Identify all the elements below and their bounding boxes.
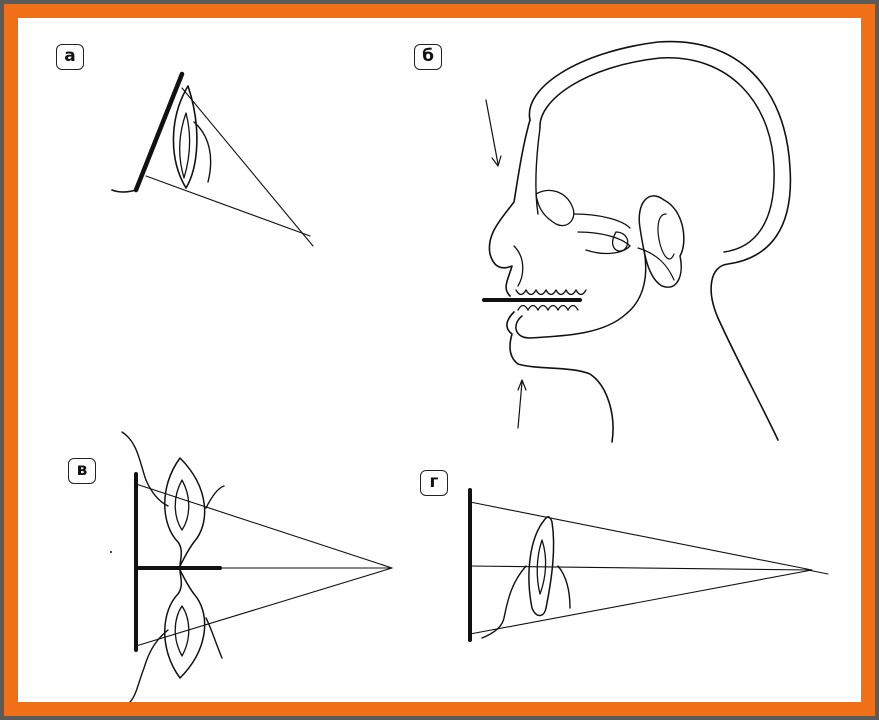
orbit xyxy=(536,190,574,225)
ray-upper-g xyxy=(470,502,812,570)
face-profile-lower xyxy=(507,312,613,442)
speck-mark xyxy=(110,551,112,553)
panel-v-diagram xyxy=(122,432,392,702)
upper-teeth xyxy=(516,290,586,295)
condyle xyxy=(613,232,628,251)
nasal-aperture xyxy=(514,246,523,286)
mandible-ramus xyxy=(638,248,674,280)
upper-gum-left-v xyxy=(122,432,168,506)
lower-teeth xyxy=(518,306,578,311)
face-profile-upper xyxy=(489,120,530,296)
orange-frame: а б в г xyxy=(4,4,875,716)
source-point-g xyxy=(808,570,828,574)
gum-outline-a xyxy=(112,190,136,192)
zygomatic-arch xyxy=(574,214,630,228)
ray-lower-a xyxy=(146,176,310,236)
skull-vault xyxy=(540,58,774,252)
upper-tooth-pulp-v xyxy=(175,480,189,530)
ray-lower-v xyxy=(136,568,392,646)
diagram-canvas: а б в г xyxy=(18,18,861,702)
panel-b-diagram xyxy=(484,42,790,442)
diagram-drawing xyxy=(18,18,861,702)
panel-g-diagram xyxy=(470,490,828,640)
ear-inner xyxy=(658,214,674,259)
ray-central-g xyxy=(470,566,812,570)
upper-gum-right-v xyxy=(206,486,224,508)
panel-a-diagram xyxy=(112,74,313,246)
lower-tooth-v xyxy=(165,570,205,678)
ray-upper-v xyxy=(136,484,392,568)
film-plate-a xyxy=(136,74,182,190)
ray-upper-a xyxy=(182,88,313,246)
ray-lower-g xyxy=(470,570,812,634)
gum-right-g xyxy=(558,566,570,608)
arrow-top-shaft xyxy=(486,100,498,164)
lower-gum-right-v xyxy=(206,618,222,658)
upper-tooth-v xyxy=(165,458,205,566)
tooth-outline-g xyxy=(529,517,554,616)
tooth-pulp-a xyxy=(180,113,190,178)
